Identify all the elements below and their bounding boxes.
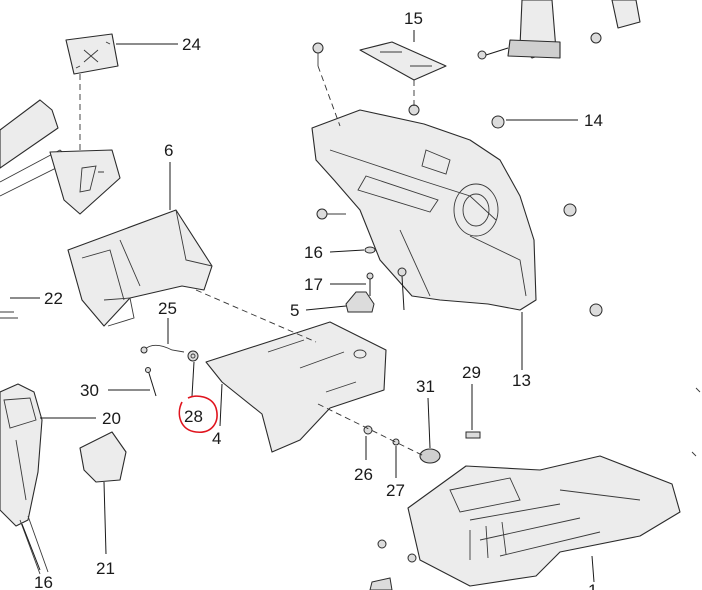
callout-20: 20 [102,409,121,428]
callout-4: 4 [212,429,221,448]
callout-26: 26 [354,465,373,484]
callout-14: 14 [584,111,603,130]
callout-1: 1 [588,581,597,590]
callout-28: 28 [184,407,203,426]
callout-30: 30 [80,381,99,400]
callout-15: 15 [404,9,423,28]
skid-plate-1 [407,455,681,587]
pin-30 [145,367,157,397]
seat-panel-6 [67,209,213,327]
small-hardware-5-16-17 [345,246,407,313]
callout-29: 29 [462,363,481,382]
mount-brackets-top [477,0,641,60]
grommet-28 [187,350,199,362]
callout-6: 6 [164,141,173,160]
floor-panel-4 [205,321,387,453]
dash-6-4 [195,289,317,343]
push-rivets [312,42,603,317]
dash-13a [317,65,341,127]
edge-marks-right [691,387,701,457]
callout-labels: 24 15 14 6 16 17 5 13 22 25 30 20 28 4 3… [34,9,603,590]
frame-tube-lower [19,515,49,575]
highlight-ring-28 [178,395,218,433]
callout-22: 22 [44,289,63,308]
leader-lines [10,30,595,583]
callout-25: 25 [158,299,177,318]
callout-31: 31 [416,377,435,396]
lower-fasteners [369,539,417,590]
callout-24: 24 [182,35,201,54]
callout-27: 27 [386,481,405,500]
callout-5: 5 [290,301,299,320]
top-plate-15 [359,41,447,81]
cap-21 [79,431,127,483]
side-panel-13 [311,109,537,311]
callout-13: 13 [512,371,531,390]
hardware-26-27-29-31 [363,425,481,464]
callout-17: 17 [304,275,323,294]
rail-22 [0,311,18,319]
label-sticker-24 [65,33,119,75]
side-cover-20 [0,383,43,527]
cable-25 [140,344,185,354]
callout-16: 16 [304,243,323,262]
bracket-plate [49,149,121,215]
callout-16-lower: 16 [34,573,53,590]
callout-21: 21 [96,559,115,578]
